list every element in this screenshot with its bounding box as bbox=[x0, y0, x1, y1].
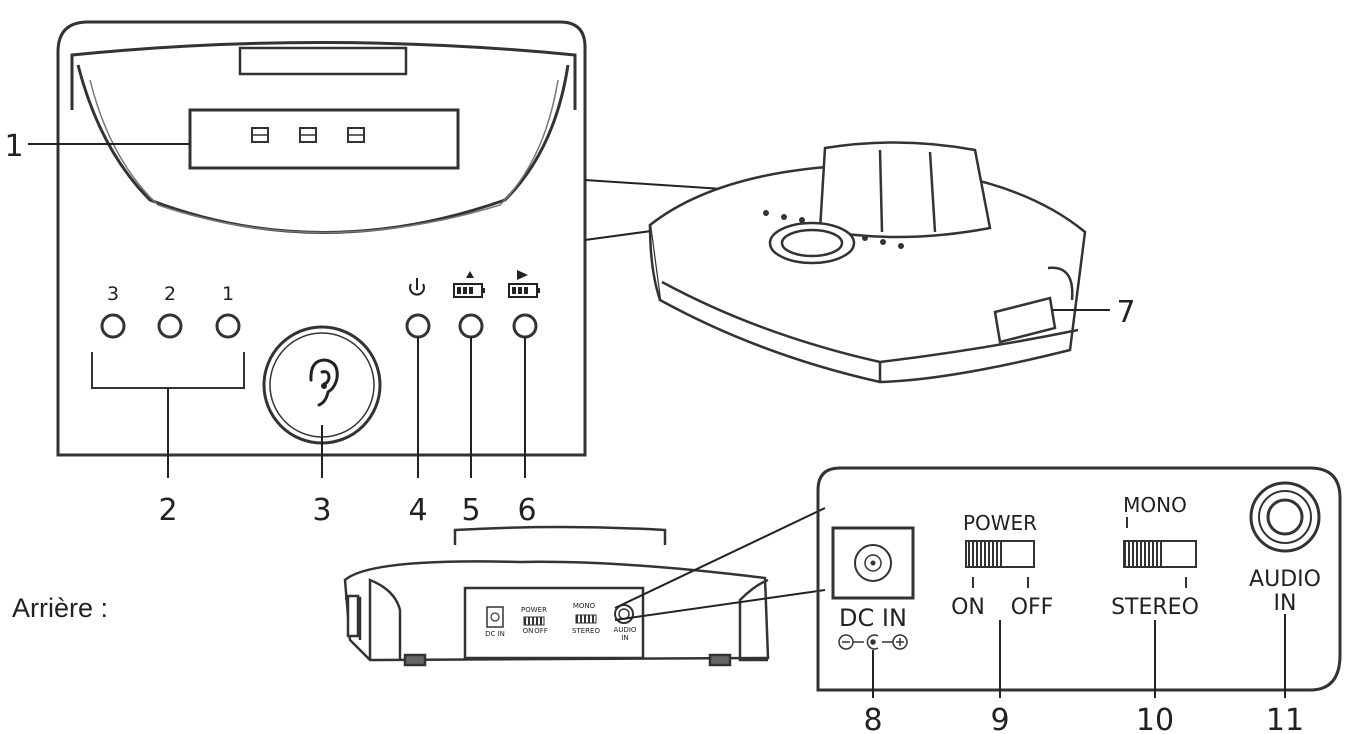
led-number: 2 bbox=[164, 283, 176, 305]
mini-power-label: POWER bbox=[521, 606, 547, 614]
mini-dc-label: DC IN bbox=[485, 630, 505, 638]
callout-1: 1 bbox=[4, 129, 23, 164]
cradle-handle bbox=[238, 46, 408, 76]
callout-numbers: 1 2 3 4 5 6 7 8 9 10 11 bbox=[4, 129, 1304, 734]
power-led bbox=[405, 313, 431, 339]
channel-led-3 bbox=[100, 313, 126, 339]
callout-4: 4 bbox=[408, 493, 427, 528]
audio-in-label-2: IN bbox=[1274, 591, 1297, 616]
front-panel: 3 2 1 bbox=[56, 20, 587, 457]
battery-led bbox=[512, 313, 538, 339]
power-label: POWER bbox=[963, 511, 1037, 535]
stereo-label: STEREO bbox=[1111, 595, 1199, 620]
dc-polarity-icon bbox=[838, 634, 908, 650]
power-on-label: ON bbox=[951, 595, 985, 620]
callout-10: 10 bbox=[1136, 703, 1174, 734]
callout-11: 11 bbox=[1266, 703, 1304, 734]
mini-off-label: OFF bbox=[534, 627, 548, 635]
dc-in-label: DC IN bbox=[839, 604, 907, 632]
led-number: 1 bbox=[222, 283, 234, 305]
charging-contacts bbox=[188, 108, 460, 170]
power-off-label: OFF bbox=[1011, 595, 1054, 620]
base-station-3d bbox=[648, 141, 1087, 384]
callout-2: 2 bbox=[158, 493, 177, 528]
ear-icon bbox=[309, 358, 339, 407]
dc-in-jack[interactable] bbox=[831, 526, 915, 600]
rear-panel: DC IN POWER ON OFF MONO STEREO AUDIO IN bbox=[816, 466, 1342, 692]
callout-7: 7 bbox=[1116, 295, 1135, 330]
led-number: 3 bbox=[107, 283, 119, 305]
audio-in-jack[interactable] bbox=[1249, 481, 1321, 553]
battery-charge-icon bbox=[453, 271, 485, 298]
cradle-outline bbox=[70, 41, 577, 110]
mini-audio-label: AUDIO bbox=[614, 626, 637, 634]
mini-stereo-label: STEREO bbox=[572, 627, 600, 635]
audio-in-label-1: AUDIO bbox=[1249, 567, 1321, 592]
callout-9: 9 bbox=[990, 703, 1009, 734]
callout-8: 8 bbox=[863, 703, 882, 734]
callout-lines-rear bbox=[872, 614, 1286, 698]
channel-led-1 bbox=[215, 313, 241, 339]
base-station-rear-view bbox=[343, 525, 770, 667]
mini-in-label: IN bbox=[621, 634, 628, 642]
channel-led-2 bbox=[157, 313, 183, 339]
callout-6: 6 bbox=[517, 493, 536, 528]
mini-rear-panel: POWER ON OFF MONO STEREO DC IN AUDIO IN bbox=[485, 602, 637, 642]
indicator-dots bbox=[763, 210, 904, 249]
callout-3: 3 bbox=[312, 493, 331, 528]
charge-led bbox=[458, 313, 484, 339]
zoom-lines-rear bbox=[614, 507, 826, 621]
power-icon bbox=[409, 278, 425, 296]
mini-on-label: ON bbox=[523, 627, 534, 635]
mono-label: MONO bbox=[1123, 493, 1187, 517]
callout-5: 5 bbox=[461, 493, 480, 528]
mini-mono-label: MONO bbox=[573, 602, 596, 610]
rear-heading: Arrière : bbox=[12, 593, 108, 623]
battery-play-icon bbox=[508, 270, 540, 298]
